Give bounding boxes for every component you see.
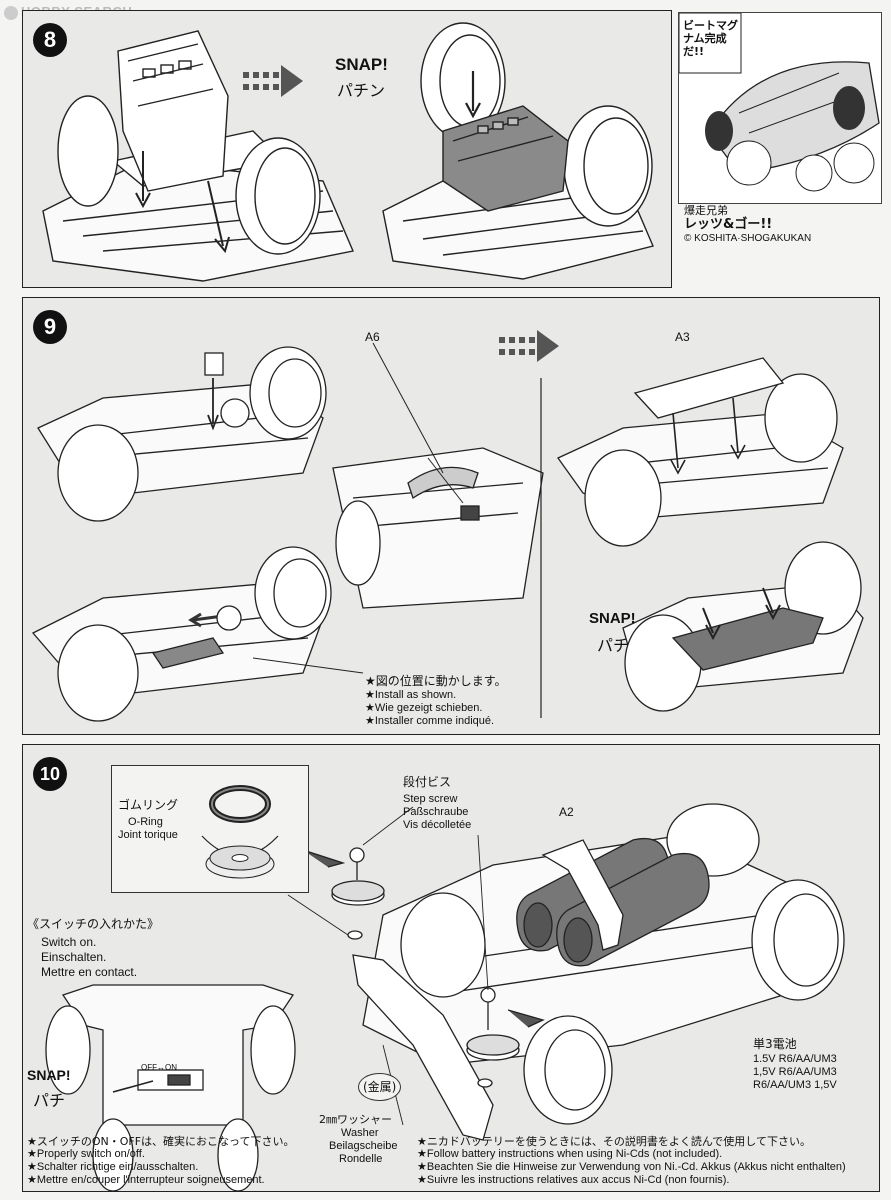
washer-fr-label: Rondelle [339, 1153, 383, 1165]
step9-note-jp: ★図の位置に動かします。 [365, 674, 507, 688]
switch-en-label: Switch on. [41, 935, 97, 949]
switch-notes: ★スイッチのON・OFFは、確実におこなって下さい。 ★Properly swi… [27, 1135, 295, 1187]
manga-caption: 爆走兄弟 レッツ&ゴー!! © KOSHITA·SHOGAKUKAN [684, 204, 811, 246]
battery-note-de: ★Beachten Sie die Hinweise zur Verwendun… [417, 1161, 846, 1173]
washer-jp-label: 2㎜ワッシャー [319, 1113, 392, 1126]
oring-diagram [201, 785, 279, 879]
oring-en-label: O-Ring [128, 816, 163, 828]
step10-illustration [45, 803, 845, 1191]
battery-spec-1: 1.5V R6/AA/UM3 [753, 1053, 837, 1065]
step9-snap-label: SNAP! [589, 610, 636, 627]
step10-panel: 10 ゴムリング O-Ring Joint torique 段付ビス Step … [22, 744, 880, 1192]
switch-note-en: ★Properly switch on/off. [27, 1148, 145, 1160]
step8-snap-jp-label: パチン [337, 81, 386, 100]
step9-illustration [31, 342, 864, 722]
step9-panel: 9 A6 A3 SNAP! パチ ★図の位置に動かします。 ★Install a… [22, 297, 880, 735]
switch-note-de: ★Schalter richtige ein/ausschalten. [27, 1161, 199, 1173]
step-screw-en-label: Step screw [403, 793, 458, 805]
battery-spec-2: 1,5V R6/AA/UM3 [753, 1066, 837, 1078]
step-screw-de-label: Paßschraube [403, 806, 469, 818]
manga-subtitle: 爆走兄弟 [684, 204, 728, 217]
step8-panel: 8 SNAP! パチン [22, 10, 672, 288]
step9-note-en: ★Install as shown. [365, 689, 457, 701]
step-screw-fr-label: Vis décolletée [403, 819, 472, 831]
step10-snap-label: SNAP! [27, 1067, 71, 1083]
manga-illustration: ビートマグナム完成だ!! [678, 12, 882, 204]
washer-en-label: Washer [341, 1127, 379, 1139]
washer-de-label: Beilagscheibe [329, 1140, 398, 1152]
step9-snap-jp-label: パチ [597, 636, 630, 655]
battery-note-fr: ★Suivre les instructions relatives aux a… [417, 1174, 730, 1186]
step9-next-arrow-icon [499, 330, 559, 362]
battery-notes: ★ニカドバッテリーを使うときには、その説明書をよく読んで使用して下さい。 ★Fo… [417, 1135, 846, 1187]
battery-spec-3: R6/AA/UM3 1,5V [753, 1079, 837, 1091]
step10-part-a2: A2 [559, 805, 574, 819]
step8-snap-label: SNAP! [335, 55, 388, 74]
switch-off-on-indicator: OFF↔ON [141, 1063, 177, 1072]
battery-note-jp: ★ニカドバッテリーを使うときには、その説明書をよく読んで使用して下さい。 [417, 1135, 811, 1148]
switch-note-fr: ★Mettre en/couper l'interrupteur soigneu… [27, 1174, 265, 1186]
step9-part-a6: A6 [365, 330, 380, 344]
watermark-logo-icon [4, 5, 18, 20]
metal-label: (金属) [358, 1073, 402, 1101]
manga-copyright: © KOSHITA·SHOGAKUKAN [684, 233, 812, 244]
battery-jp-label: 単3電池 [753, 1037, 797, 1051]
switch-de-label: Einschalten. [41, 950, 107, 964]
step10-number-badge: 10 [33, 757, 67, 791]
step9-part-a3: A3 [675, 330, 690, 344]
switch-title-jp: 《スイッチの入れかた》 [27, 917, 160, 931]
manga-speech-bubble: ビートマグナム完成だ!! [683, 19, 738, 58]
step8-next-arrow-icon [243, 65, 303, 97]
step10-snap-jp-label: パチ [33, 1091, 66, 1110]
step9-number-badge: 9 [33, 310, 67, 344]
manga-title: レッツ&ゴー!! [684, 217, 773, 232]
step8-number-badge: 8 [33, 23, 67, 57]
switch-fr-label: Mettre en contact. [41, 965, 138, 979]
oring-fr-label: Joint torique [118, 829, 178, 841]
step-screw-jp-label: 段付ビス [403, 775, 452, 789]
switch-note-jp: ★スイッチのON・OFFは、確実におこなって下さい。 [27, 1135, 295, 1148]
battery-note-en: ★Follow battery instructions when using … [417, 1148, 723, 1160]
step8-illustration [42, 22, 654, 282]
oring-jp-label: ゴムリング [118, 798, 179, 812]
step9-note-fr: ★Installer comme indiqué. [365, 715, 495, 727]
oring-inset: ゴムリング O-Ring Joint torique [111, 765, 309, 893]
step9-note-de: ★Wie gezeigt schieben. [365, 702, 483, 714]
